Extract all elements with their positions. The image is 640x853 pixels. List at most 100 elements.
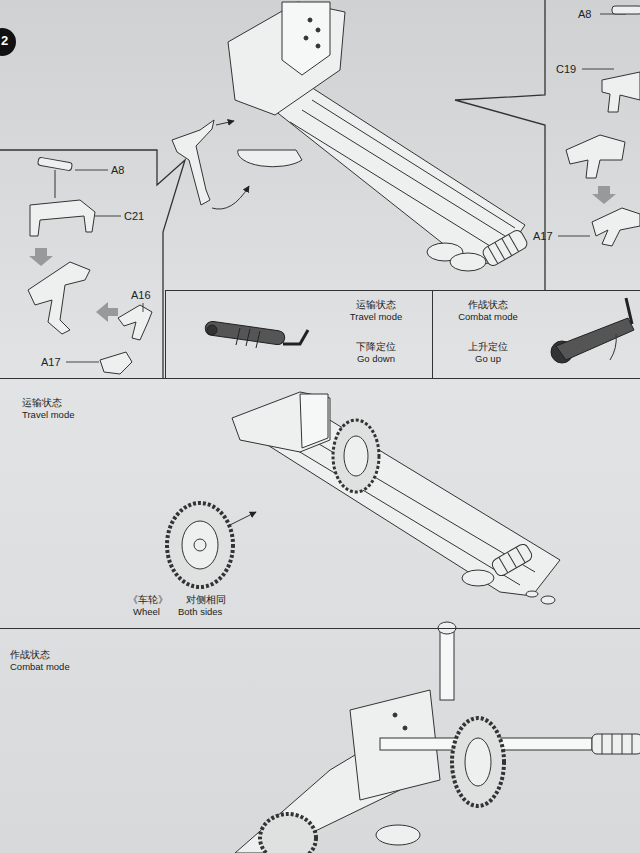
carriage-drawing bbox=[481, 228, 529, 267]
carriage-drawing bbox=[172, 120, 214, 205]
carriage-drawing bbox=[450, 253, 486, 271]
mode-label-zh: 作战状态 bbox=[10, 649, 100, 660]
mode-label-en: Travel mode bbox=[316, 311, 436, 322]
howitzer-combat-drawing bbox=[592, 734, 640, 754]
carriage-drawing bbox=[172, 2, 529, 271]
callout-number: C19 bbox=[556, 63, 576, 75]
carriage-drawing bbox=[238, 150, 302, 167]
howitzer-travel-drawing bbox=[182, 521, 218, 569]
howitzer-travel-drawing bbox=[167, 503, 233, 587]
howitzer-travel-drawing bbox=[490, 542, 534, 578]
howitzer-combat-drawing bbox=[465, 738, 491, 786]
mode-label-en: Go down bbox=[316, 353, 436, 364]
lever-drawing bbox=[246, 329, 250, 346]
howitzer-travel-drawing bbox=[300, 394, 328, 448]
mode-label-en: Go up bbox=[433, 353, 543, 364]
leader-line bbox=[66, 14, 626, 362]
part-drawing bbox=[96, 302, 118, 322]
howitzer-travel-drawing bbox=[516, 547, 525, 563]
panel-outline bbox=[0, 0, 545, 378]
howitzer-travel-drawing bbox=[167, 392, 560, 604]
part-drawing bbox=[118, 305, 152, 340]
panel-outline bbox=[0, 150, 185, 378]
carriage-drawing bbox=[290, 122, 490, 246]
carriage-drawing bbox=[495, 242, 505, 259]
carriage-drawing bbox=[488, 246, 498, 263]
howitzer-combat-drawing bbox=[376, 825, 420, 845]
mode-label-en: Combat mode bbox=[433, 311, 543, 322]
mode-label-en: Travel mode bbox=[22, 409, 112, 420]
carriage-drawing bbox=[308, 18, 312, 22]
caption-text: Both sides bbox=[178, 606, 222, 618]
howitzer-travel-drawing bbox=[508, 552, 517, 568]
carriage-drawing bbox=[302, 110, 505, 236]
part-drawing bbox=[38, 157, 73, 171]
callout-number: A16 bbox=[131, 289, 151, 301]
carriage-drawing bbox=[316, 28, 320, 32]
lever-drawing bbox=[556, 318, 634, 360]
lever-drawing bbox=[283, 330, 308, 344]
part-drawing bbox=[28, 157, 152, 374]
caption-text: 《车轮》 bbox=[128, 594, 168, 606]
step-badge bbox=[0, 28, 16, 56]
lever-drawing bbox=[626, 298, 632, 324]
section-panel: 作战状态Combat mode bbox=[0, 628, 640, 853]
lever-drawing bbox=[610, 334, 616, 360]
carriage-drawing bbox=[212, 186, 249, 209]
howitzer-travel-drawing bbox=[333, 420, 379, 492]
howitzer-combat-drawing bbox=[602, 734, 603, 754]
howitzer-combat-drawing bbox=[632, 734, 633, 754]
lever-drawing bbox=[256, 331, 260, 348]
howitzer-travel-drawing bbox=[541, 596, 555, 604]
lever-drawing bbox=[204, 298, 634, 363]
howitzer-combat-drawing bbox=[235, 622, 640, 853]
part-drawing bbox=[29, 248, 53, 266]
callout-number: C21 bbox=[124, 210, 144, 222]
howitzer-combat-drawing bbox=[440, 628, 454, 700]
howitzer-travel-drawing bbox=[280, 440, 520, 585]
caption-text: 对侧相同 bbox=[186, 594, 226, 606]
leader-line bbox=[582, 69, 614, 70]
lever-drawing bbox=[207, 325, 217, 335]
howitzer-travel-drawing bbox=[228, 512, 256, 526]
carriage-drawing bbox=[312, 100, 515, 228]
part-drawing bbox=[55, 170, 56, 198]
howitzer-travel-drawing bbox=[526, 591, 538, 597]
mode-cell: 运输状态Travel mode下降定位Go down bbox=[165, 290, 432, 378]
howitzer-combat-drawing bbox=[403, 726, 407, 730]
carriage-drawing bbox=[316, 44, 320, 48]
howitzer-travel-drawing bbox=[462, 570, 494, 586]
carriage-drawing bbox=[228, 2, 345, 115]
howitzer-combat-drawing bbox=[612, 734, 613, 754]
part-drawing bbox=[566, 6, 640, 246]
howitzer-travel-drawing bbox=[292, 428, 535, 572]
leader-line bbox=[95, 216, 121, 217]
part-drawing bbox=[602, 72, 640, 112]
howitzer-travel-drawing bbox=[344, 436, 368, 476]
part-drawing bbox=[592, 208, 640, 246]
carriage-drawing bbox=[304, 36, 308, 40]
callout-number: A17 bbox=[41, 356, 61, 368]
carriage-drawing bbox=[481, 228, 529, 267]
part-drawing bbox=[592, 186, 616, 204]
step-number: 2 bbox=[1, 35, 8, 47]
carriage-drawing bbox=[255, 80, 525, 265]
part-drawing bbox=[100, 352, 132, 374]
part-drawing bbox=[566, 135, 625, 178]
mode-label-zh: 上升定位 bbox=[433, 341, 543, 352]
lever-drawing bbox=[204, 321, 285, 346]
howitzer-combat-drawing bbox=[260, 814, 316, 853]
howitzer-combat-drawing bbox=[622, 734, 623, 754]
carriage-drawing bbox=[509, 234, 519, 251]
section-panel: 运输状态Travel mode bbox=[0, 378, 640, 628]
mode-label-zh: 运输状态 bbox=[22, 397, 112, 408]
howitzer-combat-drawing bbox=[393, 713, 397, 717]
callout-number: A8 bbox=[111, 164, 124, 176]
leader-line bbox=[66, 362, 99, 363]
leader-line bbox=[143, 303, 144, 312]
howitzer-travel-drawing bbox=[194, 539, 206, 551]
carriage-drawing bbox=[502, 238, 512, 255]
part-drawing bbox=[612, 6, 640, 14]
howitzer-combat-drawing bbox=[452, 718, 504, 806]
